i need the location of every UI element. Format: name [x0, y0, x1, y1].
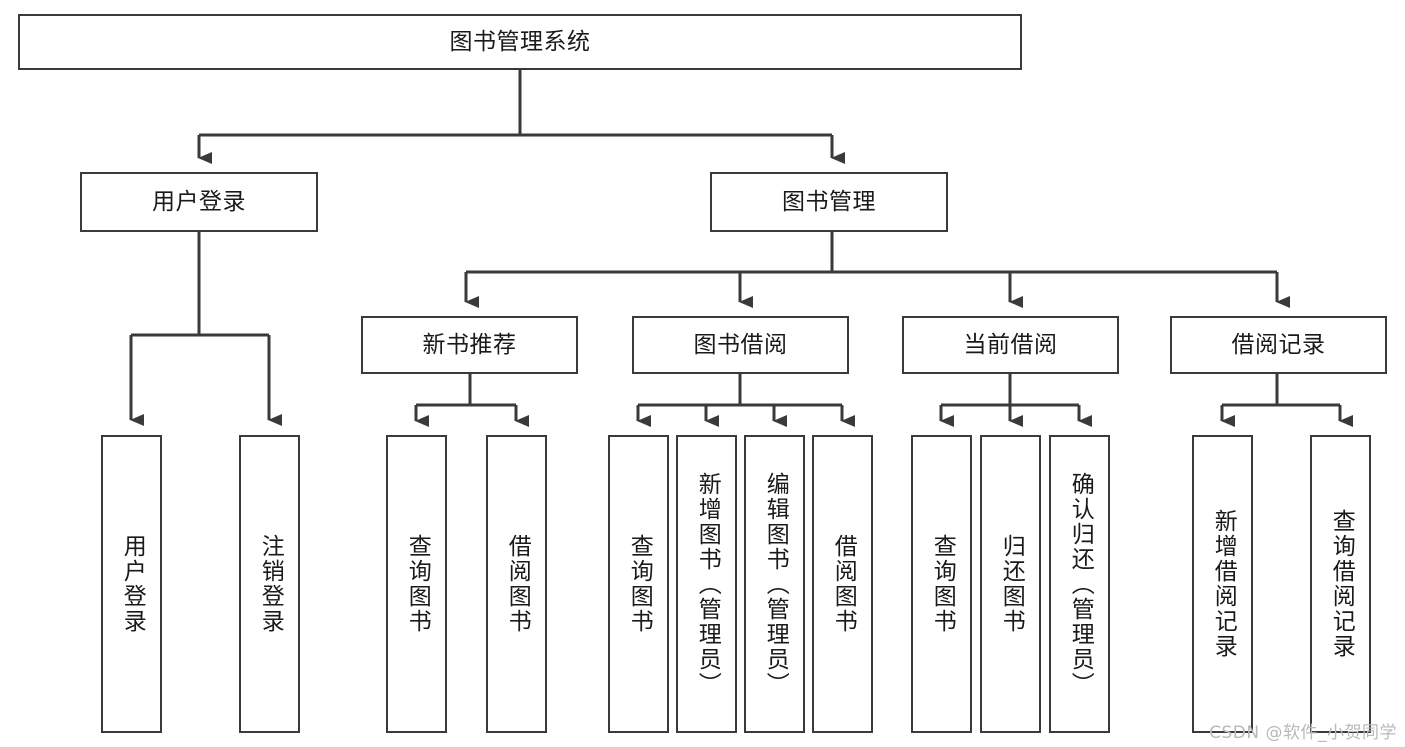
leaf-borrow-book-borrow-label: 借阅图书	[830, 534, 857, 634]
leaf-add-book-admin-label: 新增图书（管理员）	[694, 471, 721, 697]
leaf-edit-book-admin-label: 编辑图书（管理员）	[762, 471, 789, 697]
node-user-login-label: 用户登录	[152, 188, 246, 215]
leaf-user-login-label: 用户登录	[119, 534, 146, 634]
leaf-confirm-return-admin-label: 确认归还（管理员）	[1067, 471, 1094, 697]
leaf-query-book-current[interactable]: 查询图书	[911, 435, 972, 733]
node-current-borrow[interactable]: 当前借阅	[902, 316, 1119, 374]
node-current-borrow-label: 当前借阅	[963, 331, 1058, 358]
leaf-borrow-book-borrow[interactable]: 借阅图书	[812, 435, 873, 733]
watermark-text: CSDN @软件_小贺同学	[1209, 723, 1397, 743]
leaf-borrow-book-recommend-label: 借阅图书	[504, 534, 531, 634]
leaf-borrow-book-recommend[interactable]: 借阅图书	[486, 435, 547, 733]
leaf-query-borrow-record[interactable]: 查询借阅记录	[1310, 435, 1371, 733]
leaf-add-book-admin[interactable]: 新增图书（管理员）	[676, 435, 737, 733]
leaf-return-book[interactable]: 归还图书	[980, 435, 1041, 733]
leaf-add-borrow-record-label: 新增借阅记录	[1210, 509, 1237, 659]
node-book-borrow-label: 图书借阅	[693, 331, 788, 358]
leaf-query-book-borrow[interactable]: 查询图书	[608, 435, 669, 733]
node-user-login[interactable]: 用户登录	[80, 172, 318, 232]
leaf-user-login[interactable]: 用户登录	[101, 435, 162, 733]
leaf-logout[interactable]: 注销登录	[239, 435, 300, 733]
node-borrow-record-label: 借阅记录	[1231, 331, 1326, 358]
leaf-logout-label: 注销登录	[257, 534, 284, 634]
node-book-manage[interactable]: 图书管理	[710, 172, 948, 232]
node-book-borrow[interactable]: 图书借阅	[632, 316, 849, 374]
node-new-book-recommend[interactable]: 新书推荐	[361, 316, 578, 374]
leaf-confirm-return-admin[interactable]: 确认归还（管理员）	[1049, 435, 1110, 733]
leaf-edit-book-admin[interactable]: 编辑图书（管理员）	[744, 435, 805, 733]
leaf-query-borrow-record-label: 查询借阅记录	[1328, 509, 1355, 659]
node-book-manage-label: 图书管理	[782, 188, 876, 215]
node-root-label: 图书管理系统	[449, 28, 591, 55]
leaf-query-book-recommend[interactable]: 查询图书	[386, 435, 447, 733]
leaf-query-book-current-label: 查询图书	[929, 534, 956, 634]
leaf-return-book-label: 归还图书	[998, 534, 1025, 634]
leaf-query-book-recommend-label: 查询图书	[404, 534, 431, 634]
node-root[interactable]: 图书管理系统	[18, 14, 1022, 70]
node-new-book-recommend-label: 新书推荐	[422, 331, 517, 358]
leaf-query-book-borrow-label: 查询图书	[626, 534, 653, 634]
node-borrow-record[interactable]: 借阅记录	[1170, 316, 1387, 374]
leaf-add-borrow-record[interactable]: 新增借阅记录	[1192, 435, 1253, 733]
